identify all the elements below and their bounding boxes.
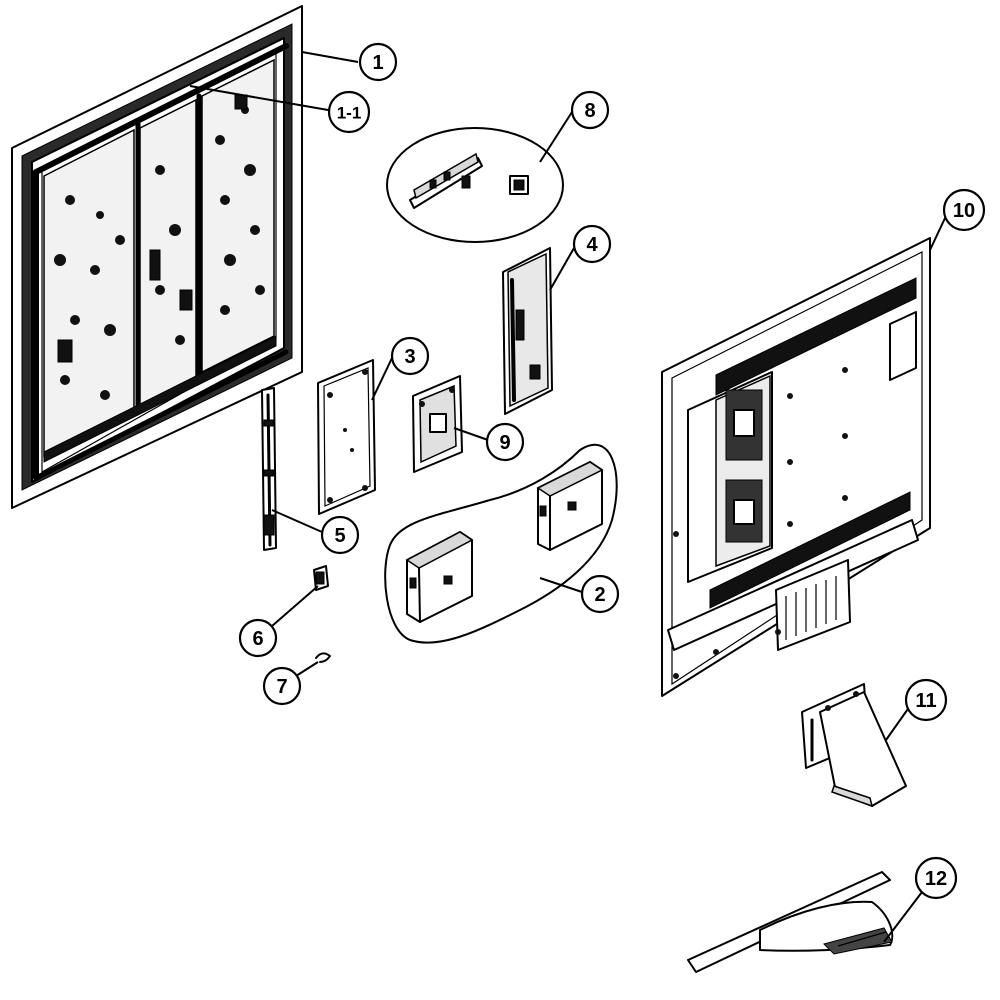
leader-lines xyxy=(189,51,947,943)
callout-5: 5 xyxy=(320,515,360,555)
part-3-main-board xyxy=(317,359,376,515)
callout-9: 9 xyxy=(485,422,525,462)
callout-3: 3 xyxy=(390,336,430,376)
callout-12: 12 xyxy=(914,856,958,900)
part-2-speaker-group xyxy=(384,443,618,644)
part-9-small-board xyxy=(412,375,463,473)
callout-label: 4 xyxy=(586,234,598,256)
part-11-stand-neck xyxy=(801,683,907,808)
callout-7: 7 xyxy=(262,666,302,706)
part-10-rear-cover xyxy=(661,237,931,697)
callout-label: 8 xyxy=(584,100,595,122)
callout-1: 1 xyxy=(358,42,398,82)
callout-label: 7 xyxy=(276,676,287,698)
callout-6: 6 xyxy=(238,618,278,658)
callout-10: 10 xyxy=(942,188,986,232)
callout-label: 10 xyxy=(953,200,975,222)
part-12-stand-base xyxy=(687,871,894,973)
callout-label: 11 xyxy=(915,690,936,712)
part-7-clip xyxy=(315,652,331,663)
callout-2: 2 xyxy=(580,574,620,614)
part-8-control-board-group xyxy=(386,127,564,243)
callout-8: 8 xyxy=(570,90,610,130)
callout-1-1: 1-1 xyxy=(327,90,371,134)
callout-label: 12 xyxy=(925,868,947,890)
callout-11: 11 xyxy=(904,678,948,722)
callout-label: 2 xyxy=(594,584,605,606)
part-4-side-board xyxy=(502,247,553,415)
callout-label: 9 xyxy=(499,432,510,454)
part-1-panel-assembly xyxy=(11,5,303,509)
part-5-bracket xyxy=(261,387,277,551)
callout-label: 1-1 xyxy=(337,104,362,123)
callout-label: 1 xyxy=(372,52,383,74)
callout-label: 6 xyxy=(252,628,263,650)
part-6-connector xyxy=(313,565,329,591)
callout-4: 4 xyxy=(572,224,612,264)
callout-label: 3 xyxy=(404,346,415,368)
callout-label: 5 xyxy=(334,525,345,547)
